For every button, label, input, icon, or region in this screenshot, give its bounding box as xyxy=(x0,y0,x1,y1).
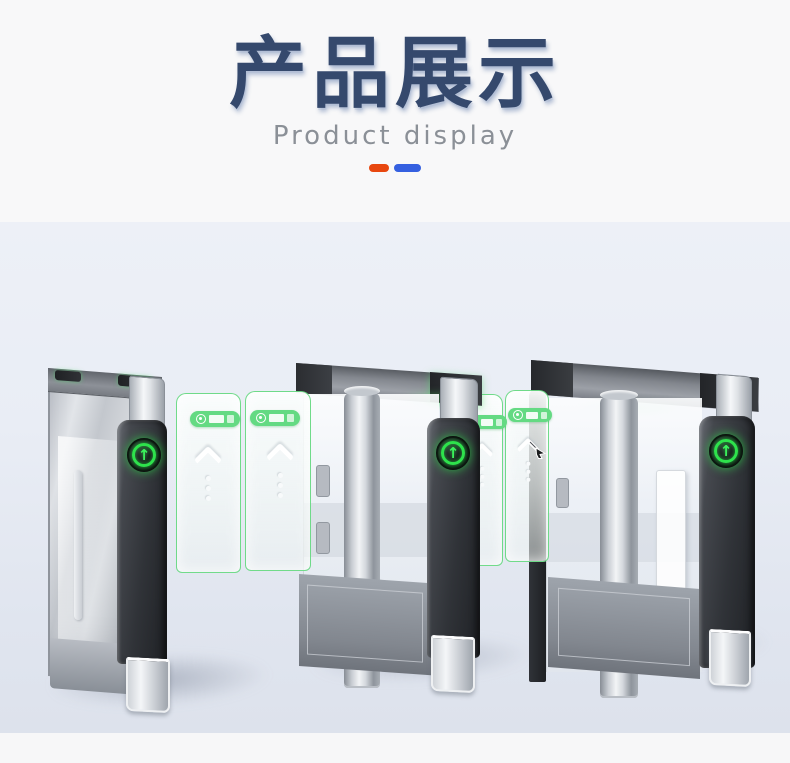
beam-end-cap xyxy=(55,369,81,383)
lower-skirt xyxy=(299,574,431,676)
brand-logo-icon xyxy=(196,414,206,424)
hinge xyxy=(556,478,569,508)
pass-indicator-light: ↑ xyxy=(709,434,743,468)
arrow-up-icon: ↑ xyxy=(719,441,733,460)
section-header: 产品展示 Product display xyxy=(0,0,790,222)
walk-direction-arrow-icon xyxy=(262,442,298,503)
walk-direction-arrow-icon xyxy=(468,442,497,491)
mouse-cursor xyxy=(527,439,547,459)
divider-orange-pill xyxy=(369,164,389,173)
hinge xyxy=(316,522,330,554)
arrow-up-icon: ↑ xyxy=(446,443,460,462)
base-foot xyxy=(126,656,170,714)
page-subtitle: Product display xyxy=(272,121,518,152)
pass-indicator-light: ↑ xyxy=(127,438,161,472)
divider-blue-pill xyxy=(394,164,421,173)
hinge xyxy=(316,465,330,497)
arrow-up-icon: ↑ xyxy=(137,445,151,464)
brand-badge xyxy=(508,408,552,422)
walk-direction-arrow-icon xyxy=(514,437,543,486)
brand-badge xyxy=(250,410,300,426)
title-divider xyxy=(0,164,790,173)
glass-support-bar xyxy=(74,469,82,621)
brand-logo-icon xyxy=(256,413,266,423)
base-foot xyxy=(709,628,751,688)
page-title: 产品展示 xyxy=(228,29,561,119)
glass-side-panel xyxy=(58,436,118,653)
brand-badge xyxy=(190,411,240,427)
pass-indicator-light: ↑ xyxy=(436,436,470,470)
walk-direction-arrow-icon xyxy=(190,445,226,506)
brand-logo-icon xyxy=(513,410,523,420)
product-image: ↑ ↑ xyxy=(0,222,790,733)
base-foot xyxy=(431,634,475,694)
section-footer xyxy=(0,733,790,763)
lower-skirt xyxy=(548,577,700,679)
